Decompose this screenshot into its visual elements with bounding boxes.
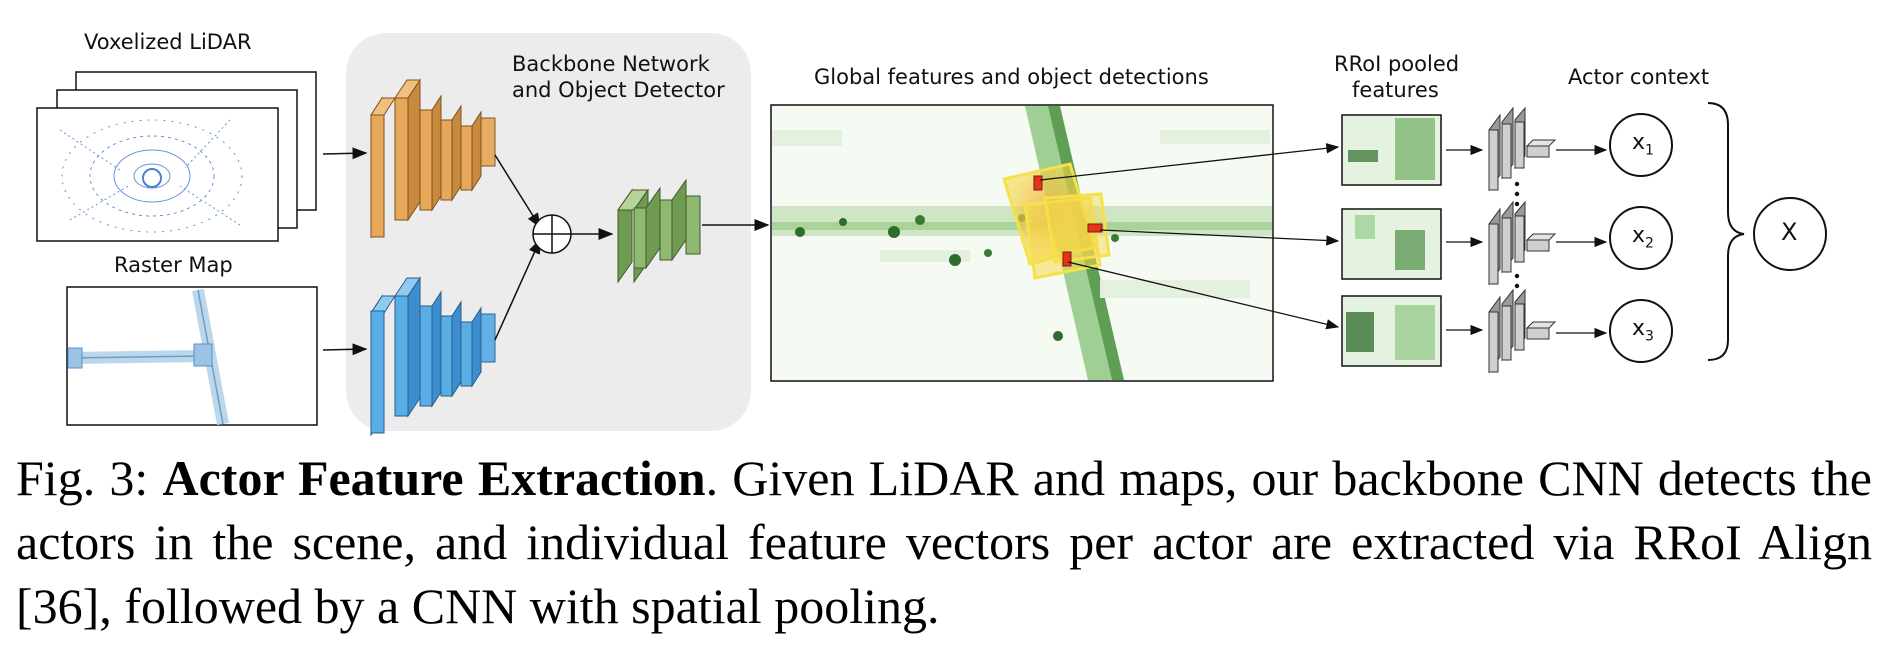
caption-title: Actor Feature Extraction [162, 450, 706, 506]
detection-box-1 [1033, 175, 1043, 191]
global-feature-map [770, 104, 1274, 382]
map-cnn-stack [370, 276, 496, 437]
label-actor-context: Actor context [1568, 65, 1710, 89]
node-label-x3: x3 [1632, 316, 1654, 345]
node-label-x1: x1 [1632, 130, 1654, 159]
caption-prefix: Fig. 3: [16, 450, 163, 506]
actor-node-2 [1609, 206, 1673, 270]
raster-map [66, 286, 318, 426]
label-rroi-line1: RRoI pooled [1334, 52, 1460, 76]
actor-cnn-1 [1488, 106, 1557, 192]
actor-node-1 [1609, 113, 1673, 177]
sum-node [532, 214, 572, 254]
figure: Voxelized LiDAR Raster Map Backbone Netw… [36, 30, 1827, 437]
actor-cnn-3 [1488, 288, 1557, 374]
detector-cnn-stack [617, 178, 701, 284]
detection-box-2 [1087, 223, 1103, 233]
node-label-x2: x2 [1632, 223, 1654, 252]
label-global-features: Global features and object detections [814, 65, 1209, 89]
label-backbone-line1: Backbone Network [512, 52, 710, 76]
label-rroi-line2: features [1352, 78, 1439, 102]
detection-box-3 [1062, 251, 1072, 267]
label-backbone-line2: and Object Detector [512, 78, 725, 102]
label-raster-map: Raster Map [114, 253, 233, 277]
actor-node-3 [1609, 299, 1673, 363]
label-voxelized-lidar: Voxelized LiDAR [84, 30, 252, 54]
detections [1002, 162, 1111, 280]
vertical-dots [1514, 181, 1520, 289]
node-label-X: X [1781, 218, 1798, 246]
diagram-canvas [36, 33, 1827, 437]
figure-caption: Fig. 3: Actor Feature Extraction. Given … [16, 446, 1872, 638]
context-brace [1707, 102, 1745, 361]
rroi-patch-1 [1341, 114, 1442, 186]
actor-cnn-2 [1488, 200, 1557, 286]
rroi-patch-2 [1341, 208, 1442, 280]
lidar-frames [36, 71, 317, 242]
context-node-X [1753, 197, 1827, 271]
caption-body: . Given LiDAR and maps, our backbone CNN… [16, 450, 1873, 634]
lidar-points [59, 119, 243, 233]
rroi-patch-3 [1341, 295, 1442, 367]
lidar-cnn-stack [370, 78, 496, 239]
